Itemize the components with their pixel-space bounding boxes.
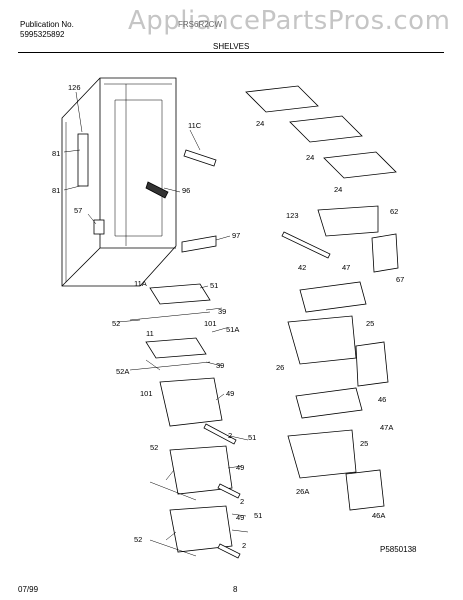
callout-47: 47 [342,263,350,272]
callout-24: 24 [256,119,264,128]
callout-46a: 46A [372,511,385,520]
wire-shelves [245,85,397,179]
callout-11a: 11A [134,279,147,288]
callout-39: 39 [216,361,224,370]
callout-26: 26 [276,363,284,372]
callout-81: 81 [52,149,60,158]
cabinet-drawing [61,77,217,287]
watermark: AppliancePartsPros.com [128,6,451,36]
publication-label: Publication No. [20,20,74,29]
callout-101: 101 [204,319,217,328]
callout-24: 24 [306,153,314,162]
diagram-id: P5850138 [380,545,417,554]
callout-101: 101 [140,389,153,398]
callout-51: 51 [254,511,262,520]
callout-126: 126 [68,83,81,92]
callout-62: 62 [390,207,398,216]
callout-42: 42 [298,263,306,272]
section-title: SHELVES [213,42,250,51]
glass-shelves [129,283,211,371]
callout-47a: 47A [380,423,393,432]
callout-26a: 26A [296,487,309,496]
callout-2: 2 [240,497,244,506]
callout-25: 25 [366,319,374,328]
callout-24: 24 [334,185,342,194]
callout-labels: 126 81 81 57 11C 96 97 24 24 24 123 62 4… [52,83,404,550]
callout-51: 51 [248,433,256,442]
callout-52: 52 [150,443,158,452]
callout-81: 81 [52,186,60,195]
callout-11c: 11C [188,121,202,130]
callout-52: 52 [134,535,142,544]
publication-number: 5995325892 [20,30,65,39]
callout-2: 2 [228,431,232,440]
callout-25: 25 [360,439,368,448]
callout-52: 52 [112,319,120,328]
leader-lines [63,91,249,541]
callout-49: 49 [236,513,244,522]
header-rule [18,52,444,53]
callout-97: 97 [232,231,240,240]
drawers [281,205,399,511]
page-number: 8 [233,585,238,594]
callout-49: 49 [236,463,244,472]
callout-52a: 52A [116,367,129,376]
callout-57: 57 [74,206,82,215]
callout-67: 67 [396,275,404,284]
model-code: FRS6R2CW [178,20,223,29]
footer-date: 07/99 [18,585,39,594]
callout-96: 96 [182,186,190,195]
callout-51: 51 [210,281,218,290]
callout-123: 123 [286,211,299,220]
callout-46: 46 [378,395,386,404]
callout-11: 11 [146,329,154,338]
callout-49: 49 [226,389,234,398]
callout-51a: 51A [226,325,239,334]
callout-39: 39 [218,307,226,316]
callout-2: 2 [242,541,246,550]
wire-baskets [149,377,241,559]
